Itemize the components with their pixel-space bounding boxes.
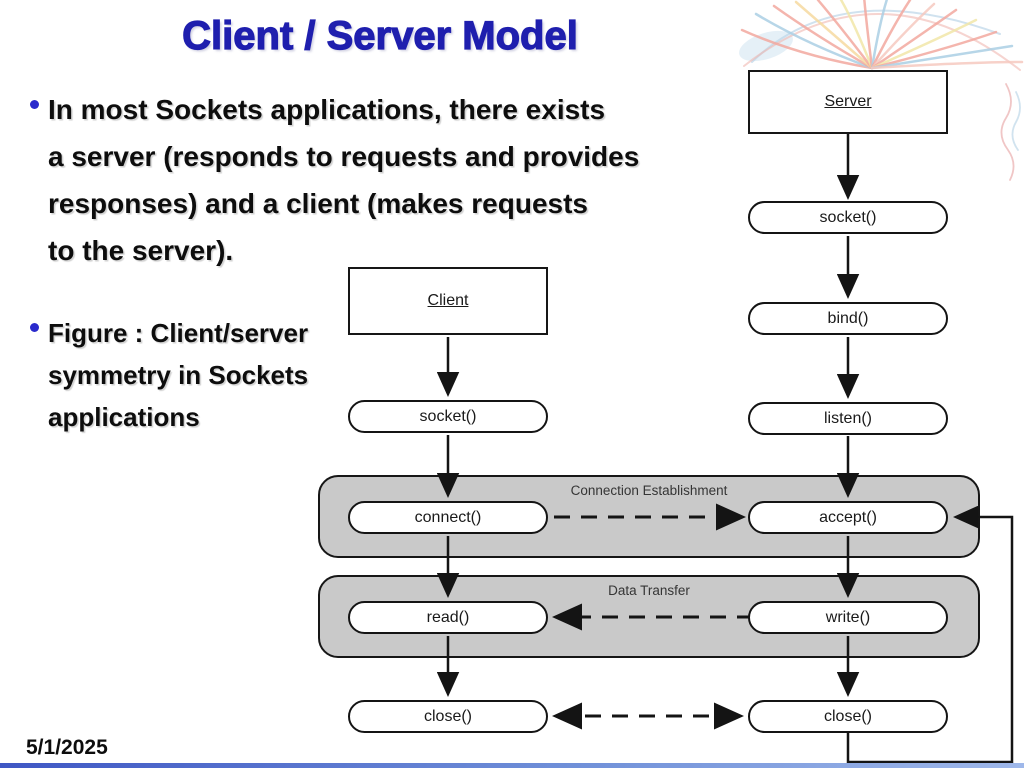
server-box: Server [748, 70, 948, 134]
client-box: Client [348, 267, 548, 335]
server-bind-pill: bind() [748, 302, 948, 335]
client-socket-pill: socket() [348, 400, 548, 433]
bullet-item-2: Figure : Client/server symmetry in Socke… [26, 312, 308, 438]
bullet-1-line-4: to the server). [48, 235, 234, 266]
server-box-label: Server [824, 93, 872, 110]
bullet-2-line-3: applications [48, 402, 200, 432]
bullet-1-text: In most Sockets applications, there exis… [48, 86, 639, 274]
bullet-item-1: In most Sockets applications, there exis… [26, 86, 639, 274]
bullet-dot-icon [30, 100, 39, 109]
slide-title: Client / Server Model [182, 13, 579, 58]
client-read-pill: read() [348, 601, 548, 634]
slide-date: 5/1/2025 [26, 736, 108, 759]
server-socket-pill: socket() [748, 201, 948, 234]
bullet-1-line-3: responses) and a client (makes requests [48, 188, 588, 219]
bullet-1-line-1: In most Sockets applications, there exis… [48, 94, 606, 125]
bullet-2-line-1: Figure : Client/server [48, 318, 309, 348]
server-close-pill: close() [748, 700, 948, 733]
bullet-1-line-2: a server (responds to requests and provi… [48, 141, 640, 172]
server-accept-pill: accept() [748, 501, 948, 534]
bullet-2-text: Figure : Client/server symmetry in Socke… [48, 312, 308, 438]
client-close-pill: close() [348, 700, 548, 733]
connection-establishment-label: Connection Establishment [570, 483, 728, 498]
bullet-dot-icon [30, 323, 39, 332]
server-listen-pill: listen() [748, 402, 948, 435]
server-write-pill: write() [748, 601, 948, 634]
data-transfer-label: Data Transfer [608, 583, 690, 598]
client-connect-pill: connect() [348, 501, 548, 534]
client-box-label: Client [427, 292, 469, 309]
bullet-2-line-2: symmetry in Sockets [48, 360, 309, 390]
bottom-accent-bar [0, 763, 1024, 768]
